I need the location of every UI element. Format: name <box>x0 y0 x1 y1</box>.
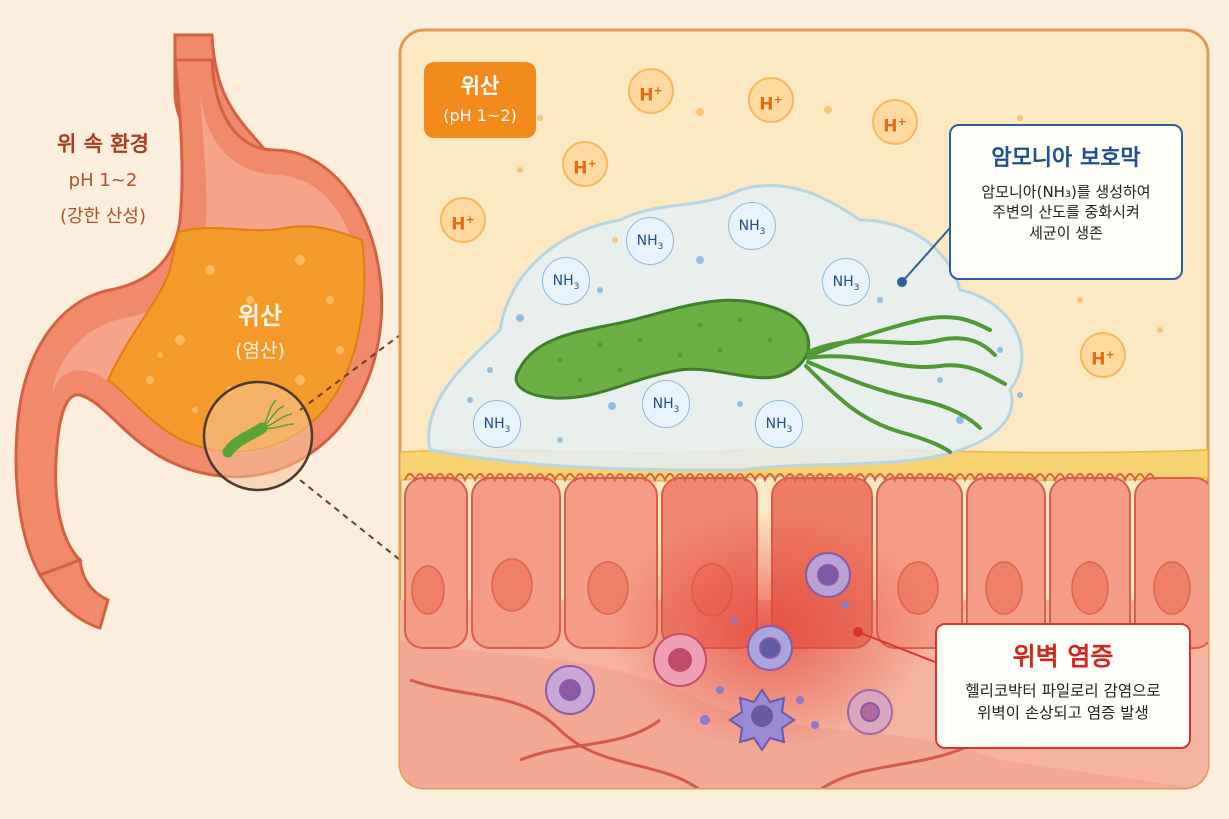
inflammation-callout: 위벽 염증 헬리코박터 파일로리 감염으로 위벽이 손상되고 염증 발생 <box>935 623 1191 749</box>
hydrogen-ion-icon: H+ <box>748 77 794 123</box>
ammonia-callout-line: 암모니아(NH₃)를 생성하여 <box>981 183 1151 201</box>
ion-symbol: H <box>639 85 654 106</box>
h-pylori-bacterium <box>514 298 1007 454</box>
nh3-symbol: NH <box>765 416 787 432</box>
hydrogen-ion-icon: H+ <box>872 99 918 145</box>
ion-charge: + <box>653 84 663 97</box>
acid-badge: 위산 (pH 1~2) <box>424 62 536 138</box>
ion-symbol: H <box>759 94 774 115</box>
nh3-subscript: 3 <box>759 226 766 237</box>
ammonia-callout-title: 암모니아 보호막 <box>991 146 1141 171</box>
nh3-subscript: 3 <box>573 281 580 292</box>
ammonia-molecule-icon: NH3 <box>473 400 521 448</box>
nh3-symbol: NH <box>738 218 760 234</box>
ion-charge: + <box>587 157 597 170</box>
nh3-subscript: 3 <box>786 424 793 435</box>
ion-symbol: H <box>883 116 898 137</box>
inflammation-callout-line: 위벽이 손상되고 염증 발생 <box>977 703 1149 722</box>
ion-charge: + <box>465 213 475 226</box>
hydrogen-ion-icon: H+ <box>562 141 608 187</box>
nh3-symbol: NH <box>483 416 505 432</box>
ion-charge: + <box>773 93 783 106</box>
stomach-acid-sublabel: (염산) <box>235 340 285 362</box>
acid-badge-title: 위산 <box>460 74 500 98</box>
inflammation-callout-line: 헬리코박터 파일로리 감염으로 <box>965 682 1161 700</box>
ammonia-molecule-icon: NH3 <box>822 258 870 306</box>
environment-note: (강한 산성) <box>59 206 146 227</box>
ammonia-callout-line: 주변의 산도를 중화시켜 <box>992 203 1140 222</box>
stomach-illustration <box>14 33 384 630</box>
ion-symbol: H <box>451 214 466 235</box>
hydrogen-ion-icon: H+ <box>1080 332 1126 378</box>
ammonia-molecule-icon: NH3 <box>728 202 776 250</box>
nh3-symbol: NH <box>652 396 674 412</box>
environment-ph: pH 1~2 <box>68 170 138 191</box>
nh3-subscript: 3 <box>673 404 680 415</box>
hydrogen-ion-icon: H+ <box>440 197 486 243</box>
ammonia-callout-line: 세균이 생존 <box>1029 223 1103 242</box>
nh3-symbol: NH <box>832 274 854 290</box>
ion-symbol: H <box>1091 349 1106 370</box>
ammonia-shield-callout: 암모니아 보호막 암모니아(NH₃)를 생성하여 주변의 산도를 중화시켜 세균… <box>949 124 1183 280</box>
ion-charge: + <box>897 115 907 128</box>
nh3-subscript: 3 <box>853 282 860 293</box>
nh3-symbol: NH <box>636 233 658 249</box>
nh3-subscript: 3 <box>657 241 664 252</box>
ammonia-molecule-icon: NH3 <box>642 380 690 428</box>
ammonia-molecule-icon: NH3 <box>755 400 803 448</box>
nh3-symbol: NH <box>552 273 574 289</box>
magnifier-circle-icon <box>202 380 314 492</box>
inflammation-callout-title: 위벽 염증 <box>1012 642 1114 671</box>
nh3-subscript: 3 <box>504 424 511 435</box>
hydrogen-ion-icon: H+ <box>628 68 674 114</box>
zoom-connector-bottom <box>299 479 401 561</box>
zoom-connector-top <box>299 334 401 411</box>
ammonia-molecule-icon: NH3 <box>542 257 590 305</box>
stomach-acid-label: 위산 <box>237 302 283 330</box>
ion-symbol: H <box>573 158 588 179</box>
acid-badge-ph: (pH 1~2) <box>443 106 517 125</box>
ammonia-molecule-icon: NH3 <box>626 217 674 265</box>
environment-title: 위 속 환경 <box>57 132 149 156</box>
ion-charge: + <box>1105 348 1115 361</box>
